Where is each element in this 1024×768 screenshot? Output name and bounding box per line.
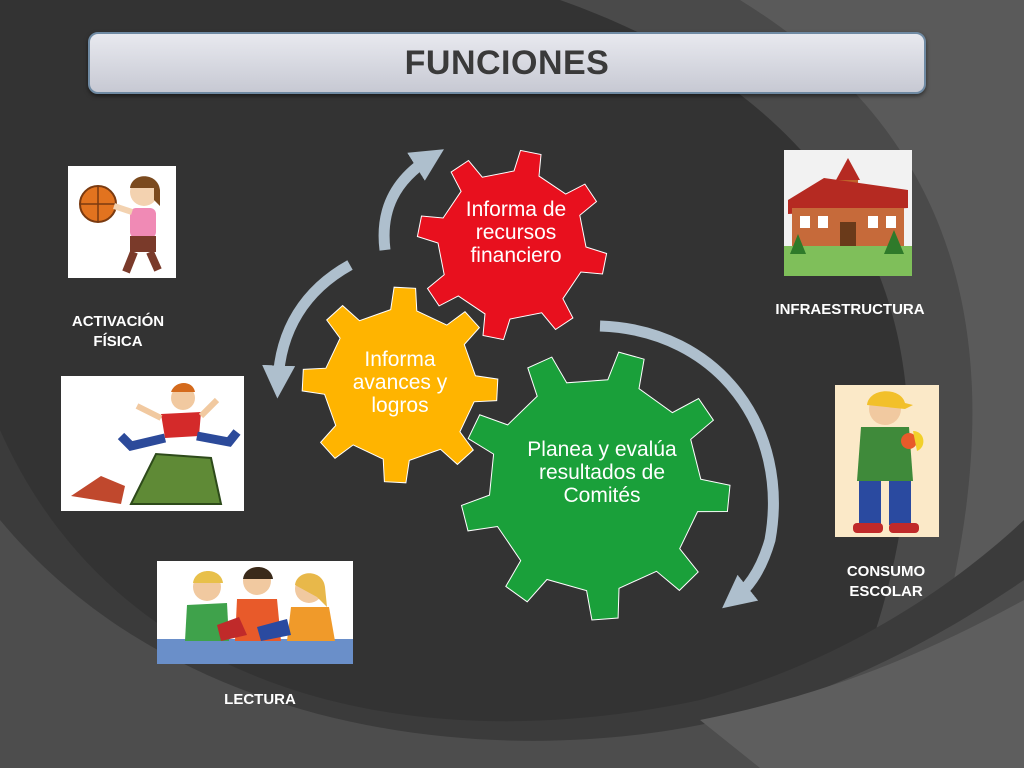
girl-basketball-icon — [68, 166, 176, 278]
cycle-arrow-top — [378, 149, 444, 251]
boy-eating-fruit-icon — [835, 385, 939, 537]
infrastructure-label: INFRAESTRUCTURA — [775, 301, 925, 318]
gear-progress — [301, 286, 499, 484]
cycle-arrow-left — [262, 260, 353, 399]
gear-evaluation-label: Planea y evalúa resultados de Comités — [527, 438, 677, 508]
children-reading-icon — [157, 561, 353, 664]
title-banner: FUNCIONES — [88, 32, 926, 94]
cycle-arrow-right — [599, 320, 779, 609]
gear-evaluation — [460, 351, 731, 621]
school-building-icon — [784, 150, 912, 276]
page-title: FUNCIONES — [404, 43, 610, 82]
gear-progress-label: Informa avances y logros — [352, 348, 448, 418]
reading-label: LECTURA — [224, 691, 296, 708]
gear-financial — [416, 149, 608, 341]
gear-financial-label: Informa de recursos financiero — [465, 198, 567, 268]
boy-jumping-books-icon — [61, 376, 244, 511]
